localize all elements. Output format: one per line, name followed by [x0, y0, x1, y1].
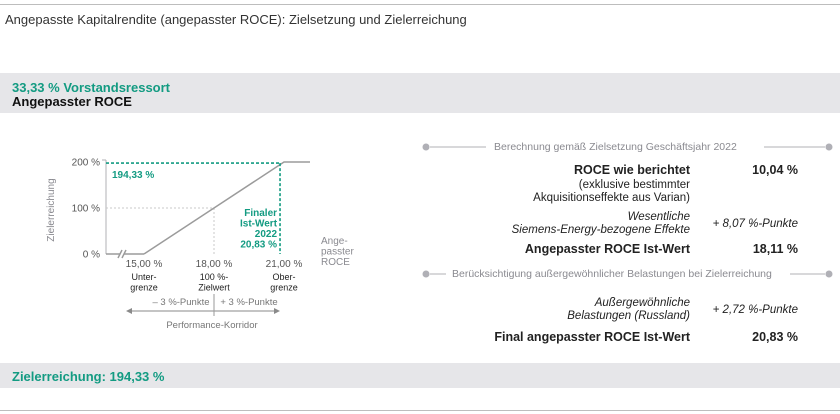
- roce-reported-sub2: Akquisitionseffekte aus Varian): [533, 192, 690, 204]
- x-tick-sublabel: grenze: [130, 283, 158, 293]
- section1-header-line: [422, 143, 833, 151]
- corridor-arrow-right-head: [274, 308, 280, 314]
- y-axis-label: Zielerreichung: [46, 178, 57, 241]
- bottom-divider: [0, 410, 840, 411]
- final-value-annotation: Finaler: [244, 208, 277, 219]
- x-tick-label: 21,00 %: [266, 259, 303, 270]
- corridor-right-label: + 3 %-Punkte: [220, 297, 277, 308]
- y-tick-label: 200 %: [72, 158, 100, 169]
- x-tick-sublabel: Ober-: [272, 272, 295, 282]
- x-axis-label: passter: [321, 247, 354, 258]
- final-value-annotation: 20,83 %: [240, 240, 277, 251]
- page-title: Angepasste Kapitalrendite (angepasster R…: [5, 12, 467, 27]
- corridor-label: Performance-Korridor: [166, 320, 257, 331]
- section2-header-line: [422, 270, 833, 278]
- x-tick-sublabel: 100 %-: [200, 272, 229, 282]
- adjusted-roce-value: 18,11 %: [752, 242, 798, 256]
- x-tick-sublabel: Zielwert: [198, 283, 230, 293]
- x-tick-sublabel: grenze: [270, 283, 298, 293]
- header-band: [0, 73, 840, 113]
- roce-reported-value: 10,04 %: [752, 163, 798, 177]
- final-value-annotation: 2022: [255, 229, 278, 240]
- axis-break-mark: [117, 249, 123, 259]
- top-divider: [0, 4, 840, 5]
- extraordinary-value: + 2,72 %-Punkte: [712, 304, 798, 316]
- y-tick-label: 100 %: [72, 204, 100, 215]
- siemens-energy-label1: Wesentliche: [627, 211, 690, 223]
- section1-title: Berechnung gemäß Zielsetzung Geschäftsja…: [494, 141, 737, 153]
- achievement-label: 194,33 %: [112, 170, 154, 181]
- final-value-annotation: Ist-Wert: [240, 219, 278, 230]
- x-axis-label: ROCE: [321, 257, 350, 268]
- target-achievement-summary: Zielerreichung: 194,33 %: [12, 369, 165, 384]
- section2-title: Berücksichtigung außergewöhnlicher Belas…: [452, 268, 772, 280]
- adjusted-roce-label: Angepasster ROCE Ist-Wert: [524, 242, 690, 256]
- final-roce-value: 20,83 %: [752, 330, 798, 344]
- corridor-arrow-left-head: [126, 308, 132, 314]
- corridor-left-label: – 3 %-Punkte: [152, 297, 209, 308]
- metric-name: Angepasster ROCE: [12, 94, 132, 109]
- extraordinary-label2: Belastungen (Russland): [567, 310, 690, 322]
- x-axis-label: Ange-: [321, 236, 348, 247]
- x-tick-sublabel: Unter-: [131, 272, 156, 282]
- footer-band: [0, 363, 840, 388]
- siemens-energy-value: + 8,07 %-Punkte: [712, 218, 798, 230]
- siemens-energy-label2: Siemens-Energy-bezogene Effekte: [511, 224, 690, 236]
- x-tick-label: 15,00 %: [126, 259, 163, 270]
- board-share-label: 33,33 % Vorstandsressort: [12, 80, 170, 95]
- roce-reported-label: ROCE wie berichtet: [574, 163, 690, 177]
- extraordinary-label1: Außergewöhnliche: [594, 297, 690, 309]
- roce-target-chart: Zielerreichung 0 % 100 % 200 % 194,33 % Final…: [46, 158, 354, 332]
- roce-reported-sub1: (exklusive bestimmter: [578, 179, 690, 191]
- x-tick-label: 18,00 %: [196, 259, 233, 270]
- payout-curve-line: [143, 161, 310, 255]
- final-roce-label: Final angepasster ROCE Ist-Wert: [494, 330, 690, 344]
- y-tick-label: 0 %: [83, 250, 100, 261]
